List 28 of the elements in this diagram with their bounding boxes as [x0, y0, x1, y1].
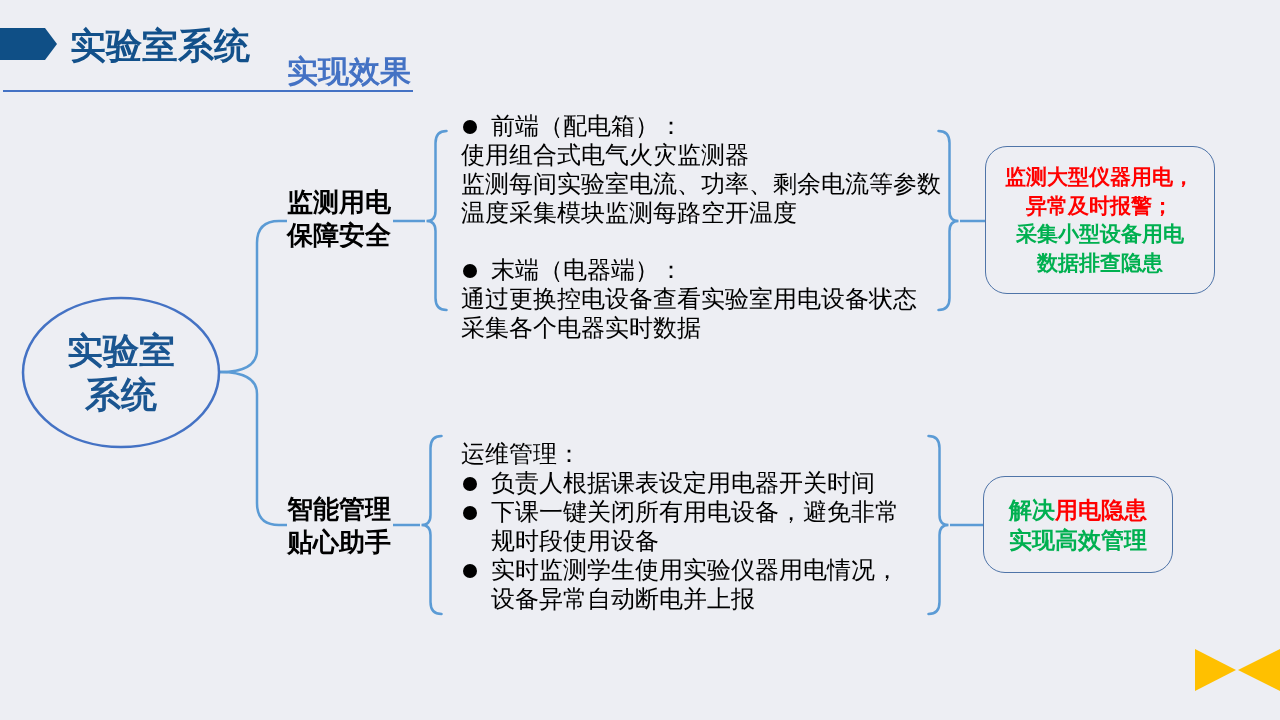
connector-line: [950, 523, 983, 527]
body-text: 通过更换控电设备查看实验室用电设备状态: [461, 285, 917, 314]
list-item-text: 负责人根据课表设定用电器开关时间: [491, 469, 876, 498]
result-text: 解决用电隐患实现高效管理: [1007, 495, 1148, 555]
result-box: [983, 476, 1173, 573]
list-item-text: 下课一键关闭所有用电设备，避免非常规时段使用设备: [491, 498, 899, 556]
subtitle: 实现效果: [287, 53, 411, 89]
connector-line: [393, 219, 425, 223]
result-text: 监测大型仪器用电，异常及时报警；: [1004, 164, 1196, 220]
result-box: [985, 146, 1215, 294]
brace-group: [420, 434, 950, 616]
list-item-text: 前端（配电箱）：: [491, 112, 683, 141]
connector-line: [393, 523, 420, 527]
list-item-text: 实时监测学生使用实验仪器用电情况，设备异常自动断电并上报: [491, 556, 899, 614]
branch-label: 监测用电保障安全: [287, 186, 393, 252]
list-item-text: 末端（电器端）：: [491, 256, 683, 285]
body-text: 监测每间实验室电流、功率、剩余电流等参数: [461, 170, 941, 199]
body-text: 采集各个电器实时数据: [461, 314, 701, 343]
page-title: 实验室系统: [70, 26, 250, 66]
body-text: 运维管理：: [461, 440, 581, 469]
connector-line: [960, 219, 985, 223]
body-text: 温度采集模块监测每路空开温度: [461, 199, 797, 228]
body-text: 使用组合式电气火灾监测器: [461, 141, 749, 170]
result-text: 采集小型设备用电数据排查隐患: [1015, 221, 1185, 277]
connector-line: [219, 370, 287, 527]
root-ellipse: [22, 297, 220, 448]
branch-label: 智能管理贴心助手: [287, 493, 393, 557]
ellipse-label: 实验室系统: [66, 328, 176, 417]
